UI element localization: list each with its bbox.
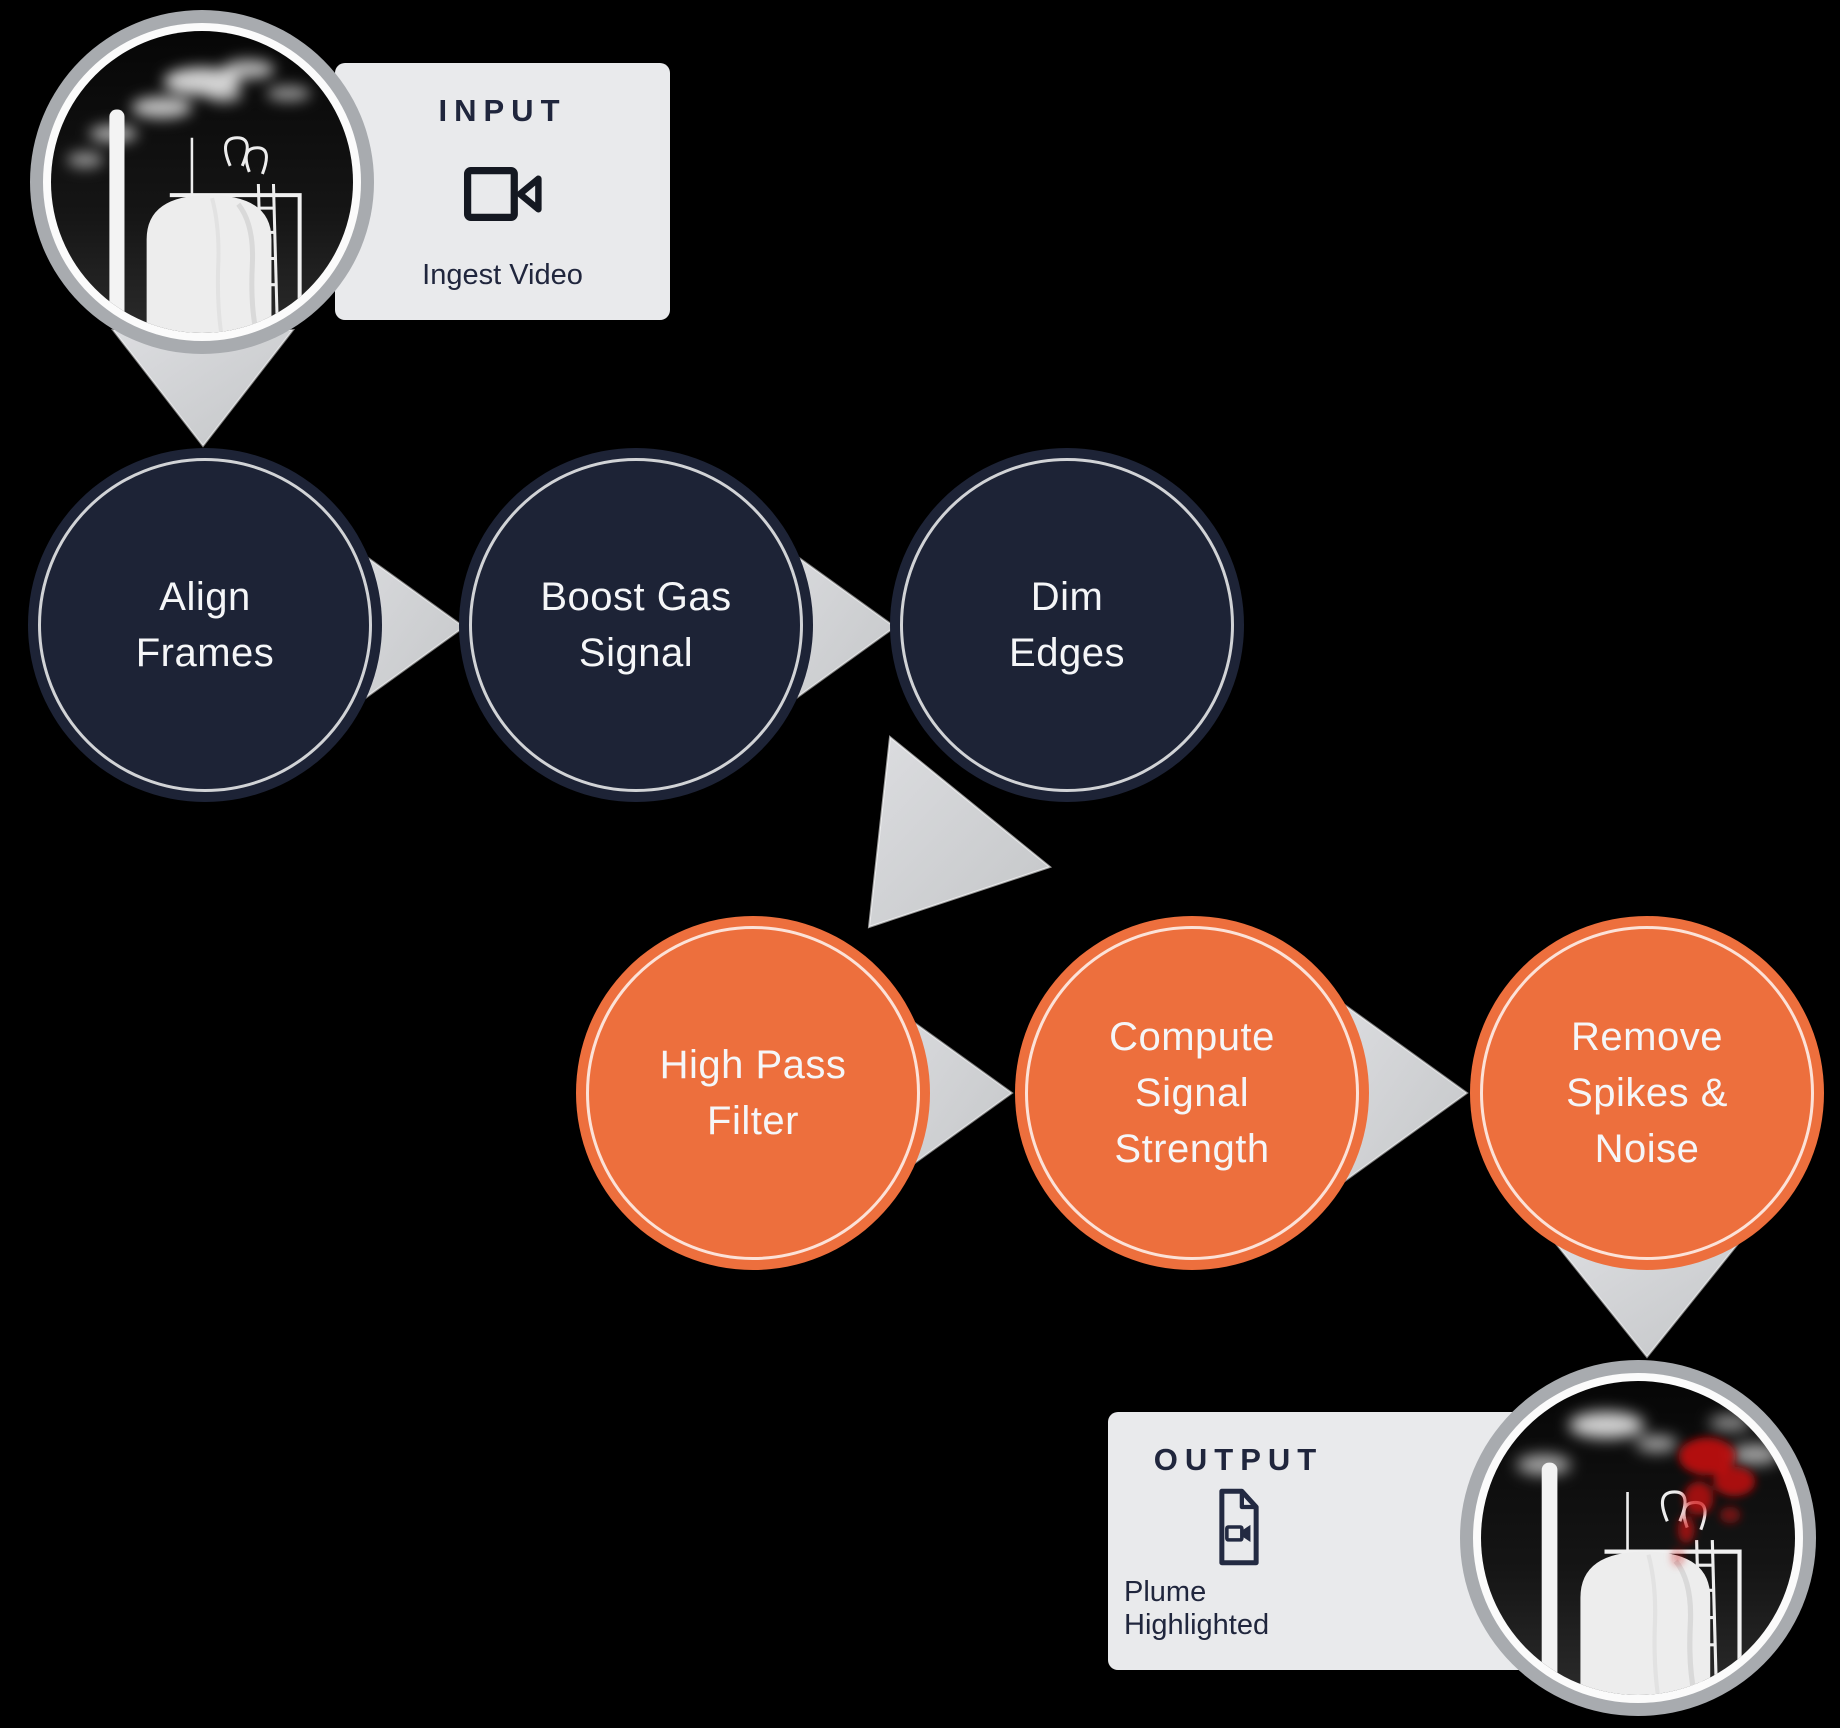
output-caption: Plume Highlighted (1124, 1576, 1270, 1641)
clouds (1516, 1411, 1781, 1476)
thermal-scene-output (1481, 1381, 1795, 1695)
step-circle-dim-edges: Dim Edges (890, 448, 1244, 802)
input-photo-circle (30, 10, 374, 354)
input-title: INPUT (438, 93, 567, 128)
step-circle-compute-signal-strength: Compute Signal Strength (1015, 916, 1369, 1270)
step-circle-high-pass-filter: High Pass Filter (576, 916, 930, 1270)
step-circle-align-frames: Align Frames (28, 448, 382, 802)
thermal-scene-input (51, 31, 353, 333)
step-circle-remove-spikes-noise: Remove Spikes & Noise (1470, 916, 1824, 1270)
output-title: OUTPUT (1153, 1442, 1324, 1477)
input-photo (51, 31, 353, 333)
step-label: Remove Spikes & Noise (1566, 1015, 1728, 1171)
input-box: INPUT Ingest Video (335, 63, 670, 320)
video-document-icon (1218, 1488, 1259, 1566)
step-label: Align Frames (135, 575, 275, 675)
step-label: High Pass Filter (659, 1043, 847, 1143)
step-circle-boost-gas-signal: Boost Gas Signal (459, 448, 813, 802)
clouds (67, 59, 311, 168)
step-label: Boost Gas Signal (540, 575, 732, 675)
step-label: Compute Signal Strength (1109, 1015, 1275, 1171)
industrial-structures (109, 109, 302, 333)
step-label: Dim Edges (1009, 575, 1125, 675)
video-camera-icon (463, 167, 542, 221)
output-photo-circle (1460, 1360, 1816, 1716)
output-photo (1481, 1381, 1795, 1695)
flow-arrow-large (867, 735, 1053, 929)
input-caption: Ingest Video (422, 259, 583, 291)
industrial-structures (1541, 1462, 1742, 1695)
plume-red-highlight (1672, 1437, 1756, 1566)
